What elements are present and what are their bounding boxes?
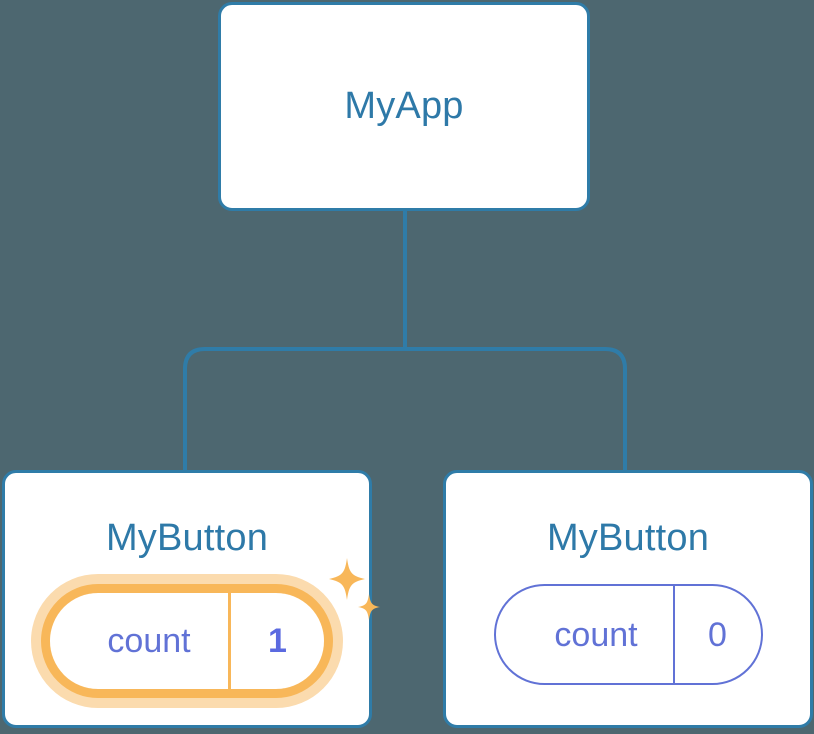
node-title: MyButton bbox=[105, 517, 269, 559]
node-myapp[interactable]: MyApp bbox=[218, 2, 590, 211]
state-pill-wrapper-right: count 0 bbox=[493, 584, 763, 685]
state-pill-wrapper-left: count 1 bbox=[31, 558, 380, 708]
node-title: MyButton bbox=[546, 517, 710, 559]
state-key-label: count bbox=[107, 622, 191, 660]
sparkle-icon-large bbox=[329, 558, 365, 600]
node-mybutton-left[interactable]: MyButton count 1 bbox=[2, 470, 380, 728]
state-key-label: count bbox=[554, 615, 638, 654]
state-pill-plain[interactable]: count 0 bbox=[493, 584, 763, 685]
sparkle-group bbox=[329, 558, 380, 620]
sparkle-icon-small bbox=[358, 594, 380, 620]
node-title: MyApp bbox=[344, 85, 464, 127]
state-pill-highlighted[interactable]: count 1 bbox=[41, 584, 333, 698]
state-value-label: 1 bbox=[228, 593, 324, 689]
state-value-label: 0 bbox=[672, 586, 761, 683]
node-mybutton-right[interactable]: MyButton count 0 bbox=[443, 470, 813, 728]
